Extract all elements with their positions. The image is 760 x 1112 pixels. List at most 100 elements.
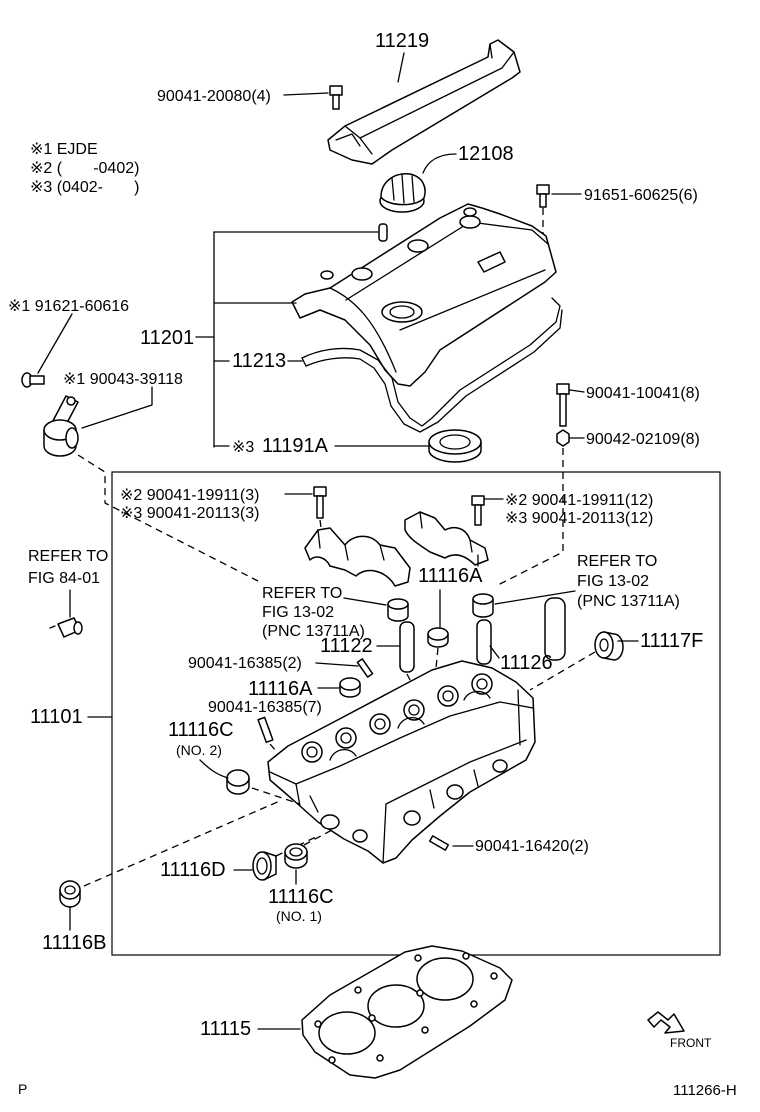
- valve-guide-11122: [399, 621, 415, 673]
- plug-face: [594, 631, 614, 659]
- label-11101: 11101: [30, 706, 83, 728]
- bolt-90041-19911-12: [471, 495, 485, 526]
- valve-bore-inner: [408, 704, 420, 716]
- valve-bore-inner: [442, 690, 454, 702]
- bore-hole: [318, 1011, 376, 1055]
- label-11116B: 11116B: [42, 932, 107, 954]
- valve-bore-inner: [306, 746, 318, 758]
- camshaft-bearing-cap-right: [404, 511, 489, 566]
- seal-top: [387, 598, 409, 610]
- cup-inner: [289, 847, 303, 857]
- label-90041-20113-12: ※3 90041-20113(12): [505, 510, 653, 527]
- head-cover-edge: [345, 221, 549, 301]
- seal-top: [428, 429, 482, 455]
- plug-11116C-no2: [226, 769, 250, 795]
- plug-11116C-no1: [284, 843, 308, 869]
- cup-top: [226, 769, 250, 787]
- bolt-hole: [462, 952, 470, 960]
- note-1: ※1 EJDE: [30, 141, 98, 158]
- leader-line: [422, 153, 457, 174]
- label-12108: 12108: [458, 143, 514, 165]
- cup-top: [284, 843, 308, 861]
- valve-bore-inner: [340, 732, 352, 744]
- valve-bore: [301, 741, 323, 763]
- bore-hole: [416, 957, 474, 1001]
- cover-ridge: [489, 43, 493, 59]
- label-11115: 11115: [200, 1018, 251, 1040]
- bracket-90043-39118: [43, 395, 79, 457]
- bolt-hole: [354, 986, 362, 994]
- front-label: FRONT: [670, 1036, 712, 1050]
- label-90042-02109: 90042-02109(8): [586, 431, 700, 448]
- bolt-hole: [376, 1054, 384, 1062]
- leader-line: [569, 389, 585, 393]
- ref-13-02-left-line3: (PNC 13711A): [262, 623, 365, 640]
- label-11116D: 11116D: [160, 859, 226, 881]
- washer-90042-02109: [556, 429, 570, 447]
- ref-84-01-line1: REFER TO: [28, 548, 108, 565]
- idler-end: [65, 427, 79, 449]
- sensor-ref-84-01: [49, 617, 83, 638]
- plug-inner: [599, 638, 609, 652]
- ref-13-02-right-line1: REFER TO: [577, 553, 657, 570]
- bolt-91621-60616: [21, 372, 45, 388]
- leader-line: [283, 92, 329, 96]
- face-edge: [385, 739, 527, 805]
- valve-guide-11126: [476, 619, 492, 665]
- leader-line: [494, 590, 576, 605]
- rib: [309, 769, 479, 813]
- head-cover-outline: [291, 203, 557, 387]
- bolt-hole: [368, 1014, 376, 1022]
- oil-filler-hole: [381, 301, 423, 323]
- deck-edge: [295, 783, 301, 807]
- dashed-line: [303, 829, 333, 846]
- seal-11116B: [59, 880, 81, 908]
- port-hole: [446, 784, 464, 800]
- valve-guide-11126-tall: [544, 597, 566, 661]
- cover-ridge: [359, 51, 515, 139]
- port-hole: [320, 814, 340, 830]
- stud-90041-16385-7: [257, 716, 274, 744]
- bolt-90041-19911-3: [313, 486, 327, 519]
- valve-bore: [335, 727, 357, 749]
- pin: [378, 223, 388, 242]
- label-11201: 11201: [140, 327, 194, 349]
- ring-face: [59, 880, 81, 900]
- label-11116A-mid: 11116A: [418, 565, 483, 587]
- mount-boss: [320, 270, 334, 280]
- gasket-inner: [305, 309, 563, 433]
- label-11191A: 11191A: [262, 435, 329, 457]
- valve-stem-seal-ref-13-02-right: [472, 593, 494, 618]
- mount-boss: [463, 207, 477, 217]
- bore-hole: [367, 984, 425, 1028]
- camshaft-bearing-cap-left: [304, 527, 411, 587]
- dashed-line: [77, 454, 259, 582]
- front-arrow-icon: [647, 1011, 685, 1034]
- link-hole: [66, 396, 76, 406]
- label-90041-20113-3: ※3 90041-20113(3): [120, 505, 259, 522]
- label-90041-19911-3: ※2 90041-19911(3): [120, 487, 259, 504]
- label-91651-60625: 91651-60625(6): [584, 187, 698, 204]
- gasket-end: [301, 357, 307, 367]
- seal-11191A: [428, 429, 482, 463]
- bearing-cap-outline: [404, 511, 489, 566]
- dashed-line: [435, 647, 439, 669]
- note-2: ※2 ( -0402): [30, 160, 139, 177]
- valve-bore: [369, 713, 391, 735]
- ref-13-02-left-line1: REFER TO: [262, 585, 342, 602]
- bolt-shank: [332, 94, 340, 110]
- bolt-head: [329, 85, 343, 96]
- ring-inner: [256, 857, 268, 875]
- cylinder-head-gasket-11115: [301, 945, 513, 1079]
- label-91621-60616: ※1 91621-60616: [8, 298, 129, 315]
- label-11117F: 11117F: [640, 630, 703, 652]
- bolt-head: [471, 495, 485, 506]
- bolt-hole: [328, 1056, 336, 1064]
- seal-top: [472, 593, 494, 605]
- label-11116C-no2-note: (NO. 2): [176, 742, 222, 758]
- port-hole: [352, 829, 368, 843]
- cylinder-head-11101: [267, 660, 536, 864]
- valve-bore-inner: [476, 678, 488, 690]
- leader-line: [81, 386, 153, 429]
